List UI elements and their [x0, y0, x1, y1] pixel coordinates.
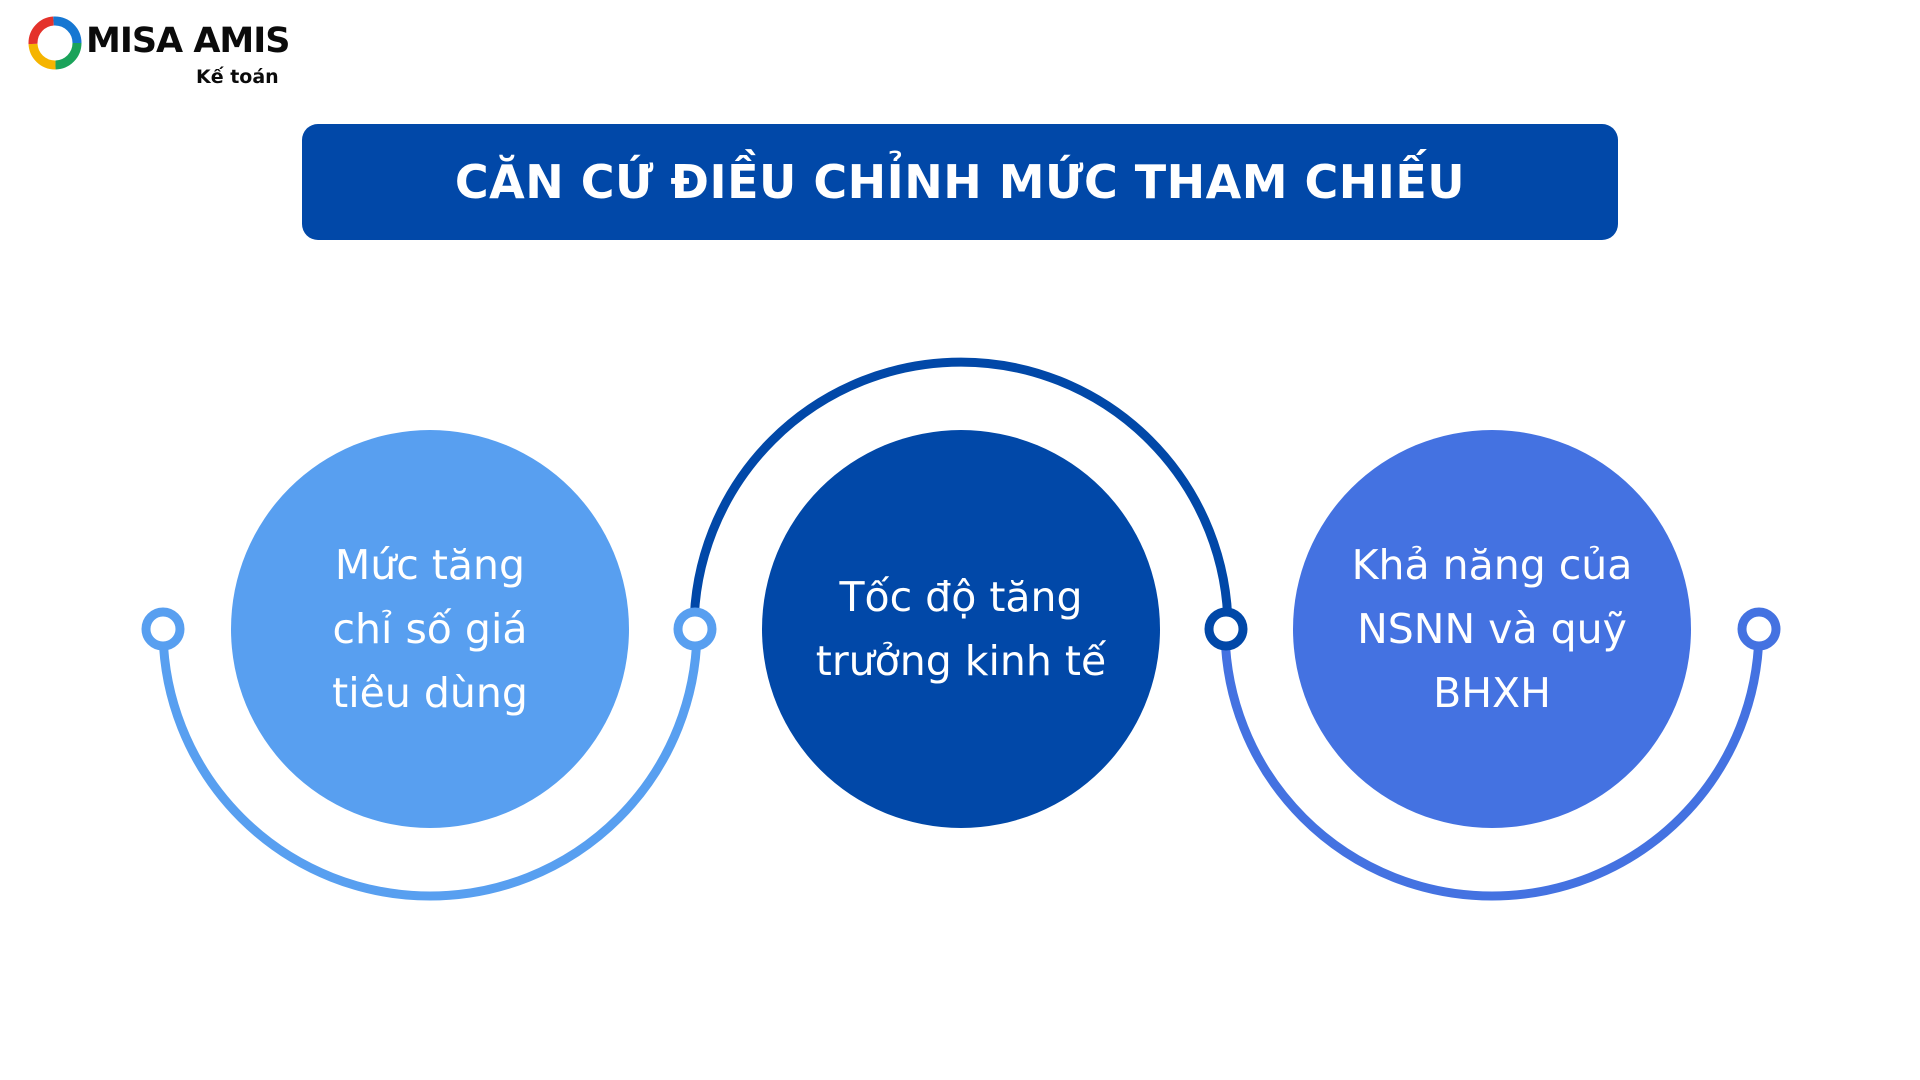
logo-name: MISA AMIS — [86, 21, 290, 61]
factor-text-cpi: Mức tăng chỉ số giá tiêu dùng — [332, 541, 528, 717]
factor-text-budget: Khả năng của NSNN và quỹ BHXH — [1351, 541, 1633, 717]
node-3 — [1204, 607, 1248, 651]
arc-bottom-left — [158, 624, 702, 901]
logo-subtitle: Kế toán — [196, 66, 279, 88]
factor-circle-growth: Tốc độ tăng trưởng kinh tế — [762, 430, 1160, 828]
factor-circle-budget: Khả năng của NSNN và quỹ BHXH — [1293, 430, 1691, 828]
node-1 — [141, 607, 185, 651]
page-title: CĂN CỨ ĐIỀU CHỈNH MỨC THAM CHIẾU — [454, 155, 1466, 209]
arc-top-center — [689, 357, 1233, 634]
arc-bottom-right — [1220, 624, 1764, 901]
title-banner: CĂN CỨ ĐIỀU CHỈNH MỨC THAM CHIẾU — [302, 124, 1618, 240]
node-4 — [1737, 607, 1781, 651]
brand-logo: MISA AMIS Kế toán — [28, 16, 290, 88]
node-2 — [673, 607, 717, 651]
factor-text-growth: Tốc độ tăng trưởng kinh tế — [815, 573, 1107, 685]
factor-circle-cpi: Mức tăng chỉ số giá tiêu dùng — [231, 430, 629, 828]
misa-amis-logo-icon — [28, 16, 82, 70]
